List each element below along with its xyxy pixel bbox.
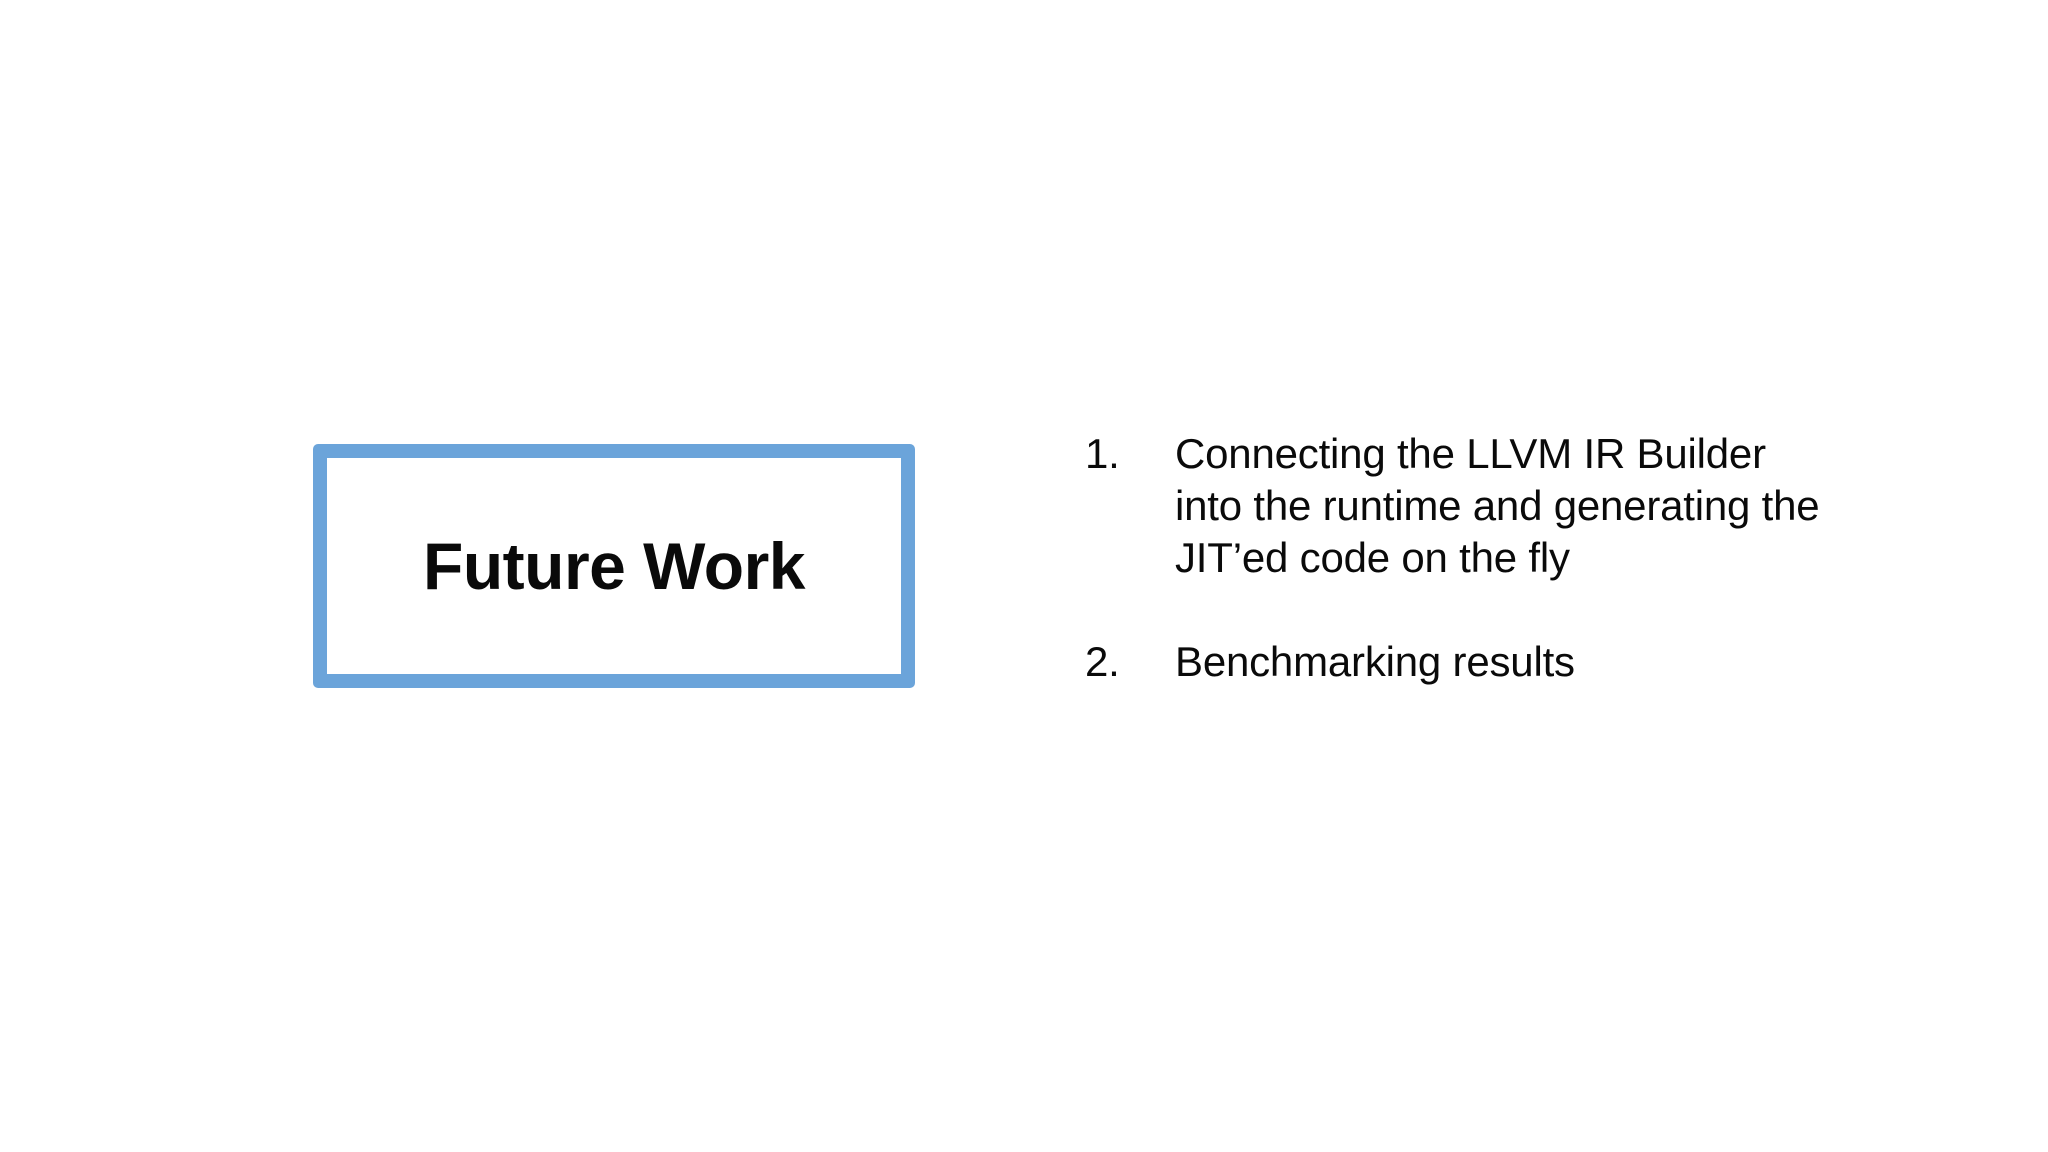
list-item-text: Benchmarking results: [1175, 638, 1575, 685]
list-item: 1. Connecting the LLVM IR Builder into t…: [1085, 428, 1865, 584]
title-card: Future Work: [313, 444, 915, 688]
list-item-marker: 1.: [1085, 430, 1120, 477]
slide-title: Future Work: [423, 529, 805, 603]
bullet-list: 1. Connecting the LLVM IR Builder into t…: [1085, 428, 1865, 688]
list-item-marker: 2.: [1085, 638, 1120, 685]
list-item: 2. Benchmarking results: [1085, 636, 1865, 688]
list-item-text: Connecting the LLVM IR Builder into the …: [1175, 430, 1820, 581]
